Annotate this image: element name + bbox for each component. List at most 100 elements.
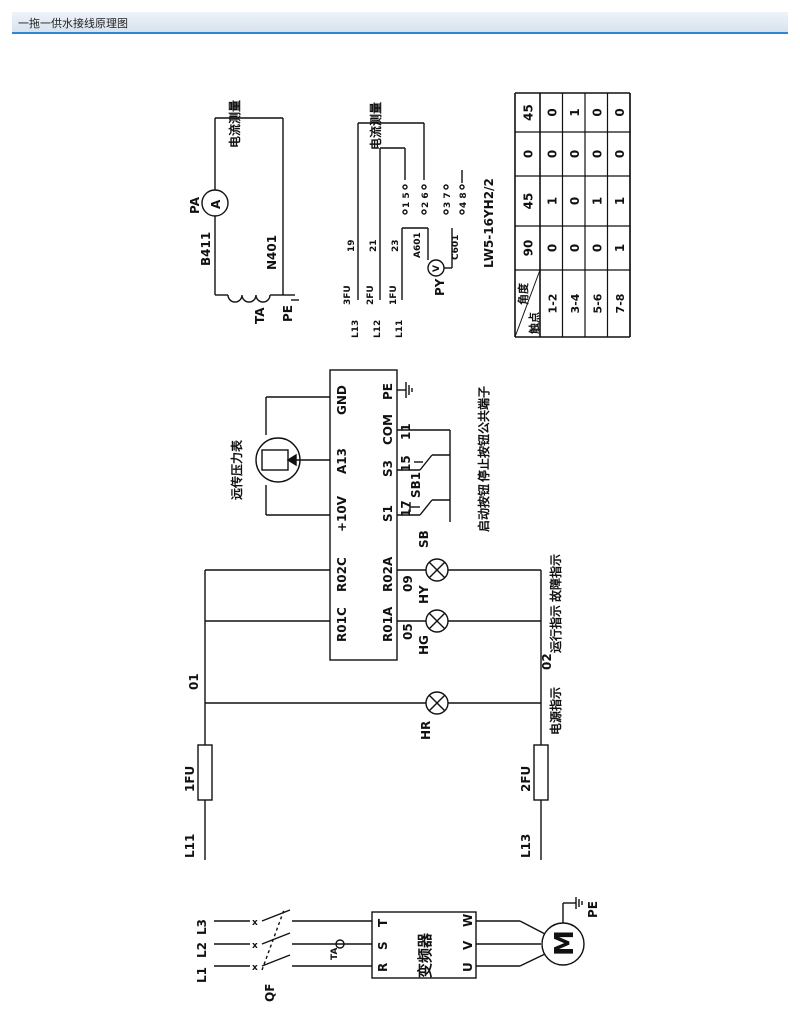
terminal-r01a: R01A	[381, 606, 395, 642]
line-l13-label: L13	[519, 834, 533, 858]
inverter-out-w: W	[461, 914, 475, 927]
fuse-1fu-label: 1FU	[183, 766, 197, 792]
terminal-s3: S3	[381, 460, 395, 477]
table-angle-1: 45	[522, 193, 536, 210]
inverter-out-v: V	[461, 940, 475, 950]
svg-text:x: x	[252, 963, 258, 973]
table-angle-2: 0	[522, 150, 536, 158]
meter-a-title: 电流测量	[227, 100, 242, 148]
table-cell: 1	[568, 108, 582, 116]
wire-17-label: 17	[399, 500, 413, 517]
current-meter-a	[201, 117, 299, 303]
ct-label: TA	[330, 948, 340, 960]
table-cell: 0	[545, 150, 559, 158]
meter-a-b411: B411	[199, 232, 213, 266]
meter-b-a601: A601	[413, 232, 423, 258]
pressure-gauge	[255, 437, 301, 483]
meter-b-l13: L13	[351, 320, 361, 338]
meter-b-c601: C601	[451, 235, 461, 260]
meter-b-py: PY	[433, 278, 447, 296]
pressure-gauge-desc: 远传压力表	[229, 439, 244, 500]
table-cell: 1	[613, 197, 627, 205]
inverter-out-u: U	[461, 962, 475, 972]
stop-button-desc: 停止按钮	[476, 434, 491, 482]
table-corner-contact: 触点	[527, 312, 541, 335]
phase-l2-label: L2	[195, 942, 209, 958]
fuse-1fu	[197, 744, 213, 801]
meter-b-w21: 21	[369, 239, 379, 252]
node-05-label: 05	[401, 623, 415, 640]
line-l11-label: L11	[183, 834, 197, 858]
lamp-hy-label: HY	[417, 585, 431, 604]
lamp-hg	[425, 609, 449, 633]
meter-a-ta: TA	[253, 307, 267, 324]
inverter-in-r: R	[376, 963, 390, 972]
terminal-s1: S1	[381, 505, 395, 522]
inverter-box	[371, 911, 477, 979]
meter-b-w19: 19	[347, 239, 357, 252]
table-cell: 0	[590, 108, 604, 116]
table-cell: 0	[590, 244, 604, 252]
table-cell: 1	[613, 244, 627, 252]
svg-text:x: x	[252, 941, 258, 951]
button-sb1-label: SB1	[409, 472, 423, 498]
table-cell: 0	[590, 150, 604, 158]
lamp-hr	[425, 691, 449, 715]
svg-text:x: x	[252, 918, 258, 928]
fuse-2fu	[533, 744, 549, 801]
lamp-hr-label: HR	[419, 721, 433, 740]
lamp-hy-desc: 故障指示	[548, 554, 563, 602]
terminal-com: COM	[381, 414, 395, 445]
terminal-pe: PE	[381, 383, 395, 400]
button-sb-label: SB	[417, 530, 431, 548]
table-cell: 1	[545, 197, 559, 205]
node-01-label: 01	[187, 673, 201, 690]
table-cell: 0	[613, 150, 627, 158]
terminal-r02c: R02C	[335, 557, 349, 592]
phase-l3-label: L3	[195, 919, 209, 935]
inverter-in-t: T	[376, 918, 390, 927]
motor-pe-label: PE	[586, 901, 600, 918]
node-09-label: 09	[401, 575, 415, 592]
meter-b-v: V	[432, 265, 442, 272]
table-angle-0: 90	[522, 240, 536, 257]
terminal-a13: A13	[335, 448, 349, 474]
meter-b-w23: 23	[391, 239, 401, 252]
lamp-hg-label: HG	[417, 635, 431, 655]
node-02-label: 02	[540, 653, 554, 670]
start-button-desc: 启动按钮	[476, 484, 491, 532]
meter-a-pe: PE	[281, 305, 295, 322]
table-cell: 0	[568, 150, 582, 158]
lamp-hr-desc: 电源指示	[548, 687, 563, 735]
table-corner-angle: 角度	[516, 282, 530, 305]
table-contact-3-4: 3-4	[569, 293, 582, 313]
wire-11-label: 11	[399, 423, 413, 440]
meter-b-contact-48: 4 8	[459, 192, 469, 208]
current-meter-b	[357, 122, 465, 300]
terminal-r02a: R02A	[381, 556, 395, 592]
common-terminal-desc: 公共端子	[476, 386, 491, 434]
terminal-r01c: R01C	[335, 607, 349, 642]
table-cell: 0	[613, 108, 627, 116]
meter-b-2fu: 2FU	[366, 285, 376, 305]
meter-a-a: A	[209, 199, 223, 209]
table-contact-5-6: 5-6	[591, 293, 604, 313]
table-cell: 1	[590, 197, 604, 205]
table-cell: 0	[545, 244, 559, 252]
meter-b-contact-26: 2 6	[421, 192, 431, 208]
terminal-gnd: GND	[335, 385, 349, 415]
table-cell: 0	[545, 108, 559, 116]
page-title: 一拖一供水接线原理图	[18, 17, 128, 30]
meter-a-pa: PA	[188, 196, 202, 214]
inverter-in-s: S	[376, 941, 390, 950]
meter-b-l12: L12	[373, 320, 383, 338]
table-contact-7-8: 7-8	[614, 294, 627, 314]
table-angle-3: 45	[522, 104, 536, 121]
meter-b-3fu: 3FU	[343, 285, 353, 305]
wire-15-label: 15	[399, 455, 413, 472]
terminal-10v: +10V	[335, 495, 349, 532]
meter-a-n401: N401	[265, 235, 279, 270]
fuse-2fu-label: 2FU	[519, 766, 533, 792]
